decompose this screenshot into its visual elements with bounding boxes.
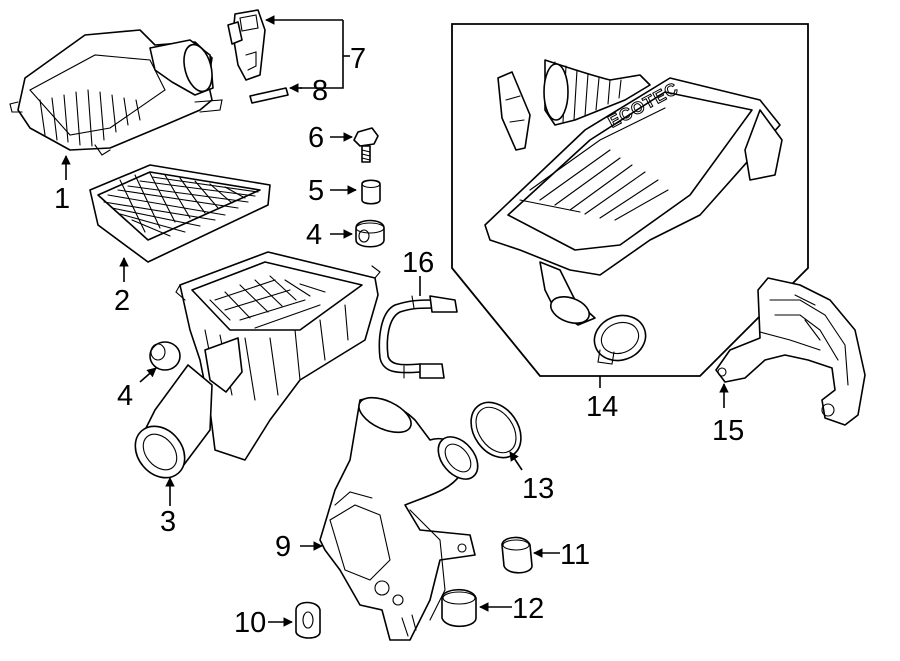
air-cleaner-housing [134, 251, 381, 479]
callout-2: 2 [114, 285, 130, 317]
mass-airflow-sensor [227, 9, 266, 81]
grommet-upper [355, 219, 385, 248]
callout-5: 5 [308, 175, 324, 207]
maf-sensor-seal [249, 87, 289, 104]
intake-duct [319, 396, 479, 641]
callout-16: 16 [402, 247, 434, 279]
air-filter-element [89, 164, 271, 263]
engine-cover: ECOTEC [484, 59, 783, 365]
callout-15: 15 [712, 415, 744, 447]
callout-13: 13 [522, 473, 554, 505]
callout-12: 12 [512, 593, 544, 625]
callout-11: 11 [560, 539, 590, 571]
mounting-bracket [715, 277, 866, 426]
callout-8: 8 [312, 75, 328, 107]
callout-4-lower: 4 [117, 380, 133, 412]
callout-6: 6 [308, 122, 324, 154]
grommet-left [149, 341, 181, 371]
spacer [361, 179, 381, 205]
callout-4-upper: 4 [306, 219, 322, 251]
callout-numbers: 1 2 3 4 4 5 6 7 8 9 10 11 12 13 14 15 16 [54, 43, 744, 639]
callout-9: 9 [275, 531, 291, 563]
callout-10: 10 [234, 607, 266, 639]
callout-leaders [61, 15, 729, 627]
callout-7: 7 [350, 43, 366, 75]
callout-1: 1 [54, 183, 70, 215]
insulator-10 [295, 601, 321, 639]
grommet-12 [441, 588, 477, 628]
callout-3: 3 [160, 506, 176, 538]
bolt [353, 127, 379, 163]
air-cleaner-cover [9, 29, 223, 156]
duct-clamp [470, 401, 522, 459]
callout-14: 14 [586, 391, 618, 423]
vent-hose [378, 295, 458, 379]
part-14-assembly-frame [451, 23, 809, 377]
grommet-11 [501, 536, 533, 574]
